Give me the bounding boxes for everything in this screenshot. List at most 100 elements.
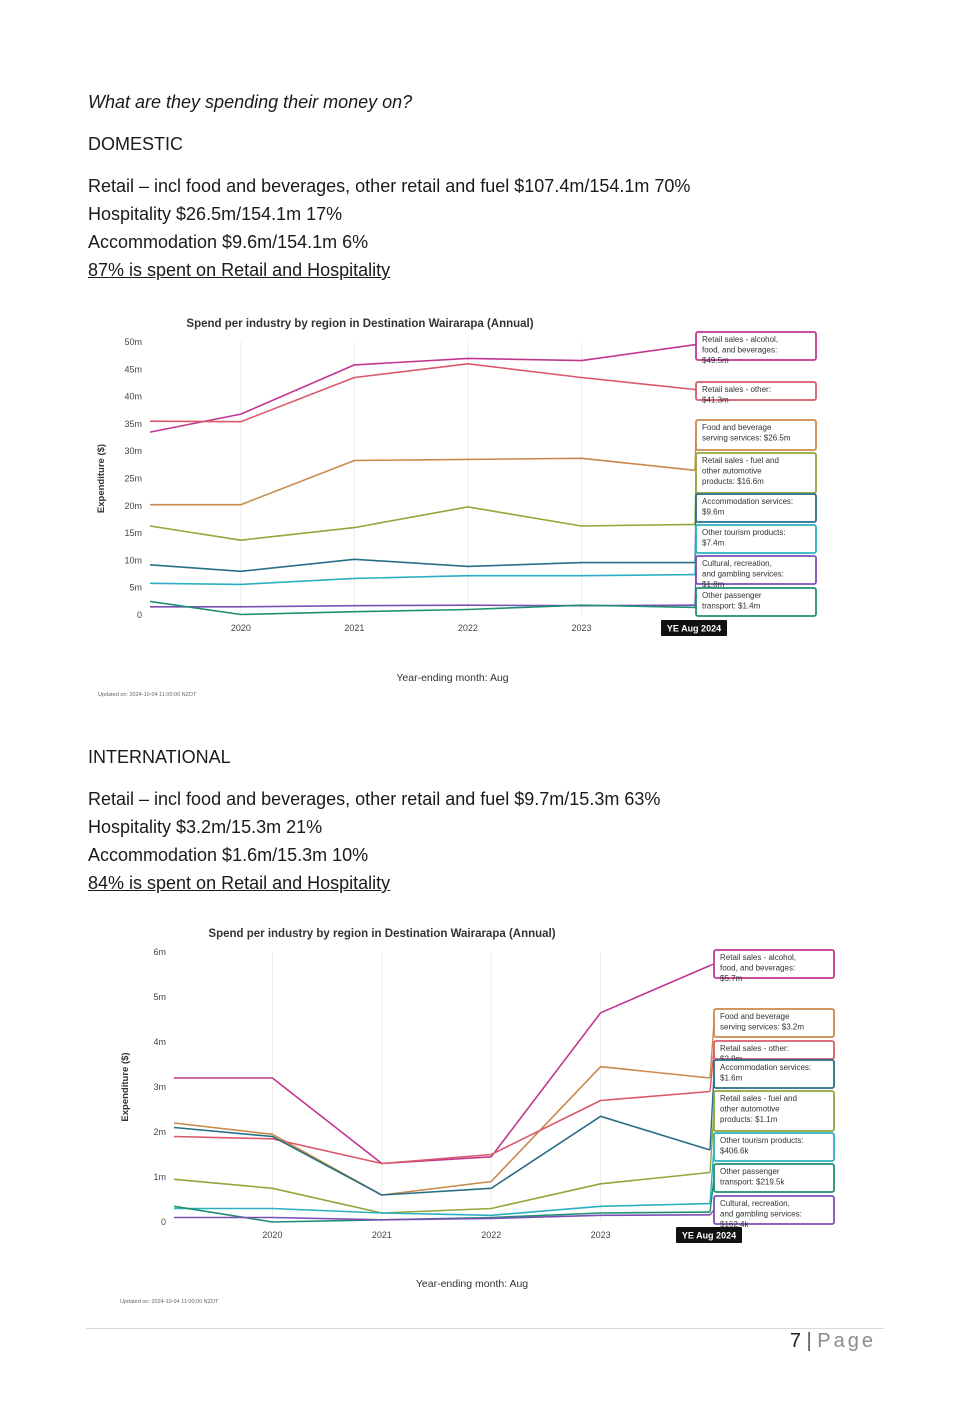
y-tick-label: 0 (137, 610, 142, 620)
series-label-box (695, 555, 817, 585)
x-axis-label: Year-ending month: Aug (396, 672, 508, 684)
series-label-line: Retail sales - fuel and (720, 1094, 797, 1103)
series-label-line: Other tourism products: (702, 528, 786, 537)
y-tick-label: 20m (124, 501, 142, 511)
series-label-line: Retail sales - other: (720, 1044, 789, 1053)
series-line (149, 343, 696, 433)
page-word: Page (817, 1330, 876, 1352)
y-tick-label: 3m (153, 1082, 166, 1092)
series-label: Other tourism products: $7.4m (702, 528, 786, 548)
series-label-line: Other passenger (702, 591, 762, 600)
x-axis-label: Year-ending month: Aug (416, 1278, 528, 1290)
series-label-line: $49.5m (702, 356, 729, 365)
chart-title: Spend per industry by region in Destinat… (208, 928, 555, 940)
series-label-box (713, 1163, 835, 1193)
y-tick-label: 4m (153, 1037, 166, 1047)
y-tick-label: 1m (153, 1172, 166, 1182)
series-line (173, 1065, 711, 1196)
series-label-line: Cultural, recreation, (720, 1199, 790, 1208)
x-tick-label: 2022 (458, 623, 478, 633)
page-number-value: 7 (789, 1330, 801, 1352)
domestic-line-retail: Retail – incl food and beverages, other … (88, 176, 691, 196)
series-label-line: $406.6k (720, 1147, 749, 1156)
x-tick-label: 2023 (571, 623, 591, 633)
series-label-box (713, 1090, 835, 1132)
series-label-line: Other tourism products: (720, 1136, 804, 1145)
series-label-line: $2.9m (720, 1055, 743, 1064)
series-label: Cultural, recreation, and gambling servic… (720, 1199, 802, 1229)
chart-title: Spend per industry by region in Destinat… (186, 318, 533, 330)
series-line (149, 506, 696, 541)
series-label-box (695, 419, 817, 451)
series-label-line: $9.6m (702, 508, 725, 517)
page-number: 7 | Page (790, 1330, 876, 1353)
series-label-box (713, 949, 835, 979)
y-tick-label: 40m (124, 392, 142, 402)
international-line-accommodation: Accommodation $1.6m/15.3m 10% (88, 845, 369, 865)
series-label-line: Food and beverage (702, 423, 772, 432)
series-line (149, 558, 695, 573)
series-line (150, 457, 696, 506)
updated-timestamp: Updated on: 2024-10-04 11:00:00 NZDT (120, 1299, 219, 1305)
series-label: Cultural, recreation,and gambling servic… (702, 559, 784, 589)
series-line (149, 362, 696, 423)
series-line (149, 573, 696, 586)
series-label-line: $1.8m (702, 580, 725, 589)
x-tick-label: YE Aug 2024 (682, 1231, 736, 1241)
series-label-line: serving services: $26.5m (702, 434, 791, 443)
domestic-label: DOMESTIC (88, 134, 184, 154)
series-label-line: Accommodation services: (702, 497, 793, 506)
domestic-line-hospitality: Hospitality $26.5m/154.1m 17% (88, 204, 343, 224)
y-tick-label: 0 (161, 1217, 166, 1227)
x-tick-label: 2021 (344, 623, 364, 633)
y-tick-label: 15m (124, 528, 142, 538)
x-tick-label: 2020 (262, 1230, 282, 1240)
series-label-line: $1.6m (720, 1074, 743, 1083)
series-label-line: Food and beverage (720, 1012, 790, 1021)
series-label-line: Retail sales - fuel and (702, 456, 779, 465)
international-line-retail: Retail – incl food and beverages, other … (88, 789, 661, 809)
x-tick-current-badge: YE Aug 2024 (661, 620, 727, 636)
series-label-box (713, 1059, 835, 1089)
series-label-line: Accommodation services: (720, 1063, 811, 1072)
series-label-line: Cultural, recreation, (702, 559, 772, 568)
series-label-line: transport: $219.5k (720, 1178, 785, 1187)
series-label-line: food, and beverages: (702, 346, 777, 355)
series-label-box (713, 1132, 835, 1162)
y-tick-label: 2m (153, 1127, 166, 1137)
series-label-line: other automotive (702, 467, 762, 476)
series-label-line: $7.4m (702, 539, 725, 548)
series-label: Retail sales - other: $2.9m (720, 1044, 789, 1064)
series-line (174, 1213, 711, 1221)
international-summary: 84% is spent on Retail and Hospitality (88, 873, 391, 893)
series-label-line: products: $16.6m (702, 477, 764, 486)
series-label: Other tourism products: $406.6k (720, 1136, 804, 1156)
series-label: Food and beverage serving services: $26.5… (702, 423, 791, 443)
series-line (149, 600, 696, 616)
y-tick-label: 5m (153, 992, 166, 1002)
x-tick-badge-bg (661, 620, 727, 636)
domestic-line-accommodation: Accommodation $9.6m/154.1m 6% (88, 232, 369, 252)
x-tick-label: 2022 (481, 1230, 501, 1240)
y-axis-label: Expenditure ($) (120, 1052, 131, 1121)
series-label-line: and gambling services: (720, 1210, 802, 1219)
x-tick-label: 2020 (231, 623, 251, 633)
x-tick-current-badge: YE Aug 2024 (676, 1227, 742, 1243)
series-label-box (695, 452, 817, 494)
series-label-box (695, 331, 817, 361)
series-label-box (695, 524, 817, 554)
series-label-line: Other passenger (720, 1167, 780, 1176)
series-label-line: food, and beverages: (720, 964, 795, 973)
series-label-line: Retail sales - other: (702, 385, 771, 394)
series-label-box (695, 493, 817, 523)
series-label: Other passenger transport: $219.5k (720, 1167, 785, 1187)
series-label-line: transport: $1.4m (702, 602, 761, 611)
x-tick-badge-bg (676, 1227, 742, 1243)
series-label: Other passenger transport: $1.4m (702, 591, 762, 611)
y-tick-label: 35m (124, 419, 142, 429)
series-label-line: products: $1.1m (720, 1115, 778, 1124)
series-line (173, 1090, 711, 1165)
series-label-line: Retail sales - alcohol, (702, 335, 778, 344)
